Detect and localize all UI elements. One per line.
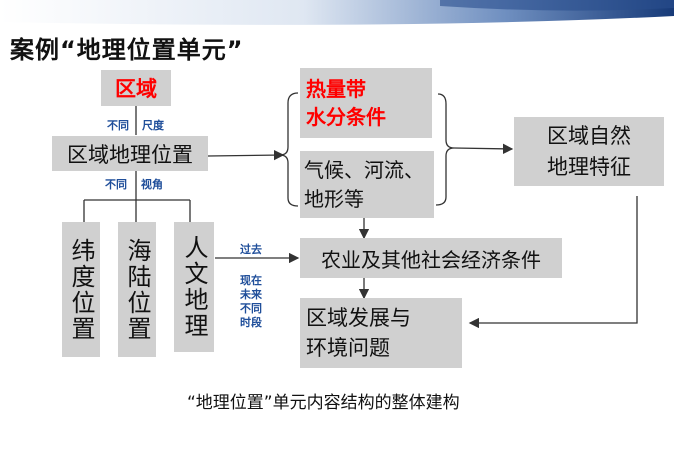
region-box: 区域 bbox=[101, 70, 171, 106]
scale-label-right: 尺度 bbox=[142, 119, 164, 132]
development-box: 区域发展与 环境问题 bbox=[300, 298, 462, 368]
human-geography-box: 人文地理 bbox=[174, 222, 214, 352]
angle-label-right: 视角 bbox=[141, 178, 163, 191]
heat-zone-label: 热量带 bbox=[306, 77, 366, 101]
header-banner bbox=[0, 0, 674, 25]
page-title: 案例“地理位置单元” bbox=[10, 36, 244, 64]
human-geography-label: 人文地理 bbox=[180, 235, 208, 339]
natural-features-box: 区域自然 地理特征 bbox=[514, 117, 664, 186]
land-sea-position-label: 海陆位置 bbox=[123, 237, 151, 342]
water-condition-label: 水分条件 bbox=[306, 105, 386, 129]
natural-features-line1: 区域自然 bbox=[547, 123, 631, 148]
development-line2: 环境问题 bbox=[306, 336, 390, 360]
heat-water-box: 热量带 水分条件 bbox=[300, 68, 432, 138]
time-label-future: 未来 bbox=[240, 288, 262, 301]
development-line1: 区域发展与 bbox=[306, 306, 411, 330]
latitude-position-box: 纬度位置 bbox=[62, 222, 100, 357]
climate-label-line2: 地形等 bbox=[304, 186, 364, 211]
region-position-box: 区域地理位置 bbox=[52, 136, 208, 171]
latitude-position-label: 纬度位置 bbox=[67, 237, 95, 342]
region-position-label: 区域地理位置 bbox=[67, 142, 193, 167]
diagram-caption: “地理位置”单元内容结构的整体建构 bbox=[187, 393, 460, 413]
past-label: 过去 bbox=[240, 243, 262, 256]
scale-label-left: 不同 bbox=[107, 119, 129, 132]
natural-features-line2: 地理特征 bbox=[547, 154, 631, 179]
socio-economic-box: 农业及其他社会经济条件 bbox=[300, 238, 562, 278]
angle-label-left: 不同 bbox=[105, 178, 127, 191]
land-sea-position-box: 海陆位置 bbox=[118, 222, 156, 357]
socio-economic-label: 农业及其他社会经济条件 bbox=[321, 247, 541, 272]
time-label-now: 现在 bbox=[240, 274, 262, 287]
region-label: 区域 bbox=[115, 77, 157, 101]
time-label-different: 不同 bbox=[240, 302, 262, 315]
time-label-period: 时段 bbox=[240, 316, 262, 329]
climate-box: 气候、河流、 地形等 bbox=[300, 151, 434, 218]
climate-label-line1: 气候、河流、 bbox=[304, 157, 424, 182]
time-labels: 现在 未来 不同 时段 bbox=[240, 274, 262, 330]
